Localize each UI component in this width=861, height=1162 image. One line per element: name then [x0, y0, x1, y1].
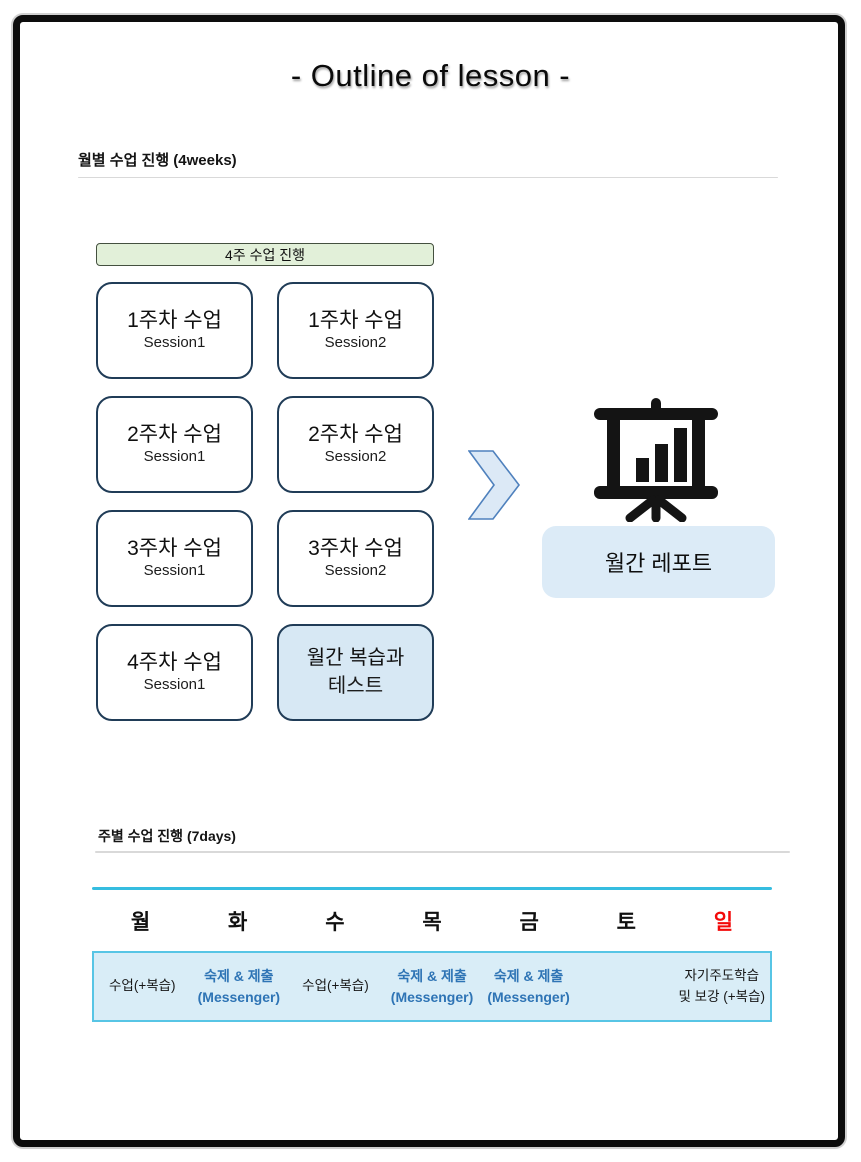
- activity-cell-sun: 자기주도학습 및 보강 (+복습): [673, 966, 770, 1007]
- day-header-thu: 목: [422, 910, 442, 934]
- four-week-banner: 4주 수업 진행: [96, 243, 434, 266]
- week-box-title: 4주차 수업: [127, 651, 222, 675]
- activity-cell-tue: 숙제 & 제출 (Messenger): [191, 966, 288, 1008]
- day-header-sun: 일: [713, 910, 734, 934]
- weekly-section-heading: 주별 수업 진행 (7days): [98, 828, 236, 844]
- activity-cell-thu: 숙제 & 제출 (Messenger): [384, 966, 481, 1008]
- monthly-report-label: 월간 레포트: [542, 526, 775, 598]
- activity-line: (Messenger): [390, 988, 474, 1005]
- weekly-schedule-table: 월 화 수 목 금 토 일 수업(+복습) 숙제 & 제출 (Messenger…: [92, 887, 772, 1022]
- presentation-chart-icon: [594, 398, 718, 522]
- week-box-subtitle: Session1: [143, 562, 206, 580]
- monthly-section-divider: [78, 177, 778, 178]
- activity-cell-mon: 수업(+복습): [94, 976, 191, 996]
- activity-cell-wed: 수업(+복습): [287, 976, 384, 996]
- activity-line: 및 보강 (+복습): [678, 988, 765, 1004]
- week-box-title: 3주차 수업: [308, 537, 403, 561]
- day-header-wed: 수: [325, 910, 345, 934]
- review-box-line2: 테스트: [327, 675, 384, 697]
- week-box-2-2: 2주차 수업 Session2: [277, 396, 434, 493]
- week-box-2-1: 2주차 수업 Session1: [96, 396, 253, 493]
- week-box-3-1: 3주차 수업 Session1: [96, 510, 253, 607]
- week-box-title: 3주차 수업: [127, 537, 222, 561]
- activity-line: 수업(+복습): [109, 978, 176, 994]
- activity-line: 숙제 & 제출: [204, 967, 274, 984]
- activity-line: 수업(+복습): [302, 978, 369, 994]
- week-box-1-2: 1주차 수업 Session2: [277, 282, 434, 379]
- activity-line: 숙제 & 제출: [493, 967, 564, 984]
- table-top-accent-line: [92, 887, 772, 890]
- week-box-4-1: 4주차 수업 Session1: [96, 624, 253, 721]
- monthly-review-test-box: 월간 복습과 테스트: [277, 624, 434, 721]
- review-box-line1: 월간 복습과: [306, 647, 405, 669]
- week-box-subtitle: Session2: [324, 562, 387, 580]
- day-header-sat: 토: [616, 910, 636, 934]
- page-title: - Outline of lesson -: [290, 58, 571, 93]
- week-box-subtitle: Session2: [324, 334, 387, 352]
- day-header-fri: 금: [519, 910, 539, 934]
- day-header-tue: 화: [228, 910, 248, 934]
- activity-line: (Messenger): [487, 988, 570, 1005]
- day-header-mon: 월: [130, 910, 151, 934]
- activity-cell-fri: 숙제 & 제출 (Messenger): [480, 966, 577, 1008]
- week-box-1-1: 1주차 수업 Session1: [96, 282, 253, 379]
- day-header-row: 월 화 수 목 금 토 일: [92, 890, 772, 951]
- week-box-subtitle: Session2: [324, 448, 387, 466]
- week-box-title: 2주차 수업: [308, 423, 403, 447]
- activity-line: 자기주도학습: [684, 968, 760, 984]
- monthly-section-heading: 월별 수업 진행 (4weeks): [78, 152, 237, 169]
- activity-line: 숙제 & 제출: [397, 967, 467, 984]
- week-box-subtitle: Session1: [143, 334, 206, 352]
- week-box-title: 1주차 수업: [308, 309, 403, 333]
- week-box-subtitle: Session1: [143, 448, 206, 466]
- week-box-subtitle: Session1: [143, 676, 206, 694]
- chevron-right-icon: [468, 450, 520, 520]
- week-box-3-2: 3주차 수업 Session2: [277, 510, 434, 607]
- weekly-section-divider: [95, 851, 790, 853]
- week-box-title: 1주차 수업: [127, 309, 222, 333]
- hand-drawn-border-frame: [13, 15, 845, 1147]
- activity-line: (Messenger): [197, 988, 281, 1005]
- week-box-title: 2주차 수업: [127, 423, 222, 447]
- activity-row: 수업(+복습) 숙제 & 제출 (Messenger) 수업(+복습) 숙제 &…: [92, 951, 772, 1022]
